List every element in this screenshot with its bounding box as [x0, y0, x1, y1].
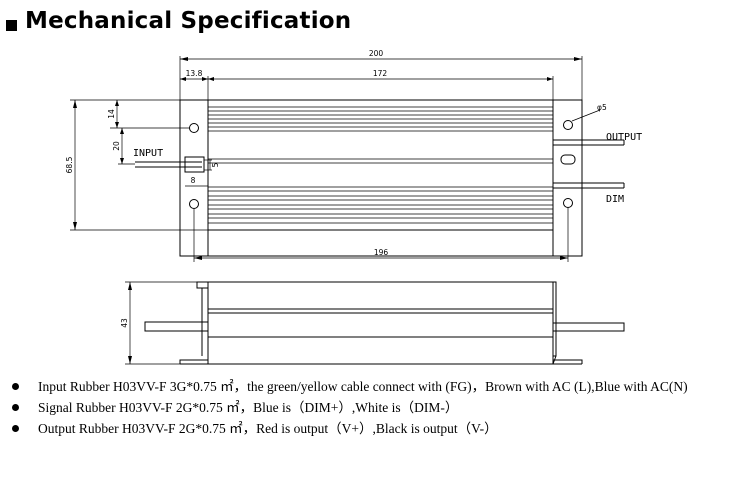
top-view [70, 56, 625, 262]
note-signal-text: Signal Rubber H03VV-F 2G*0.75 ㎡，Blue is（… [38, 400, 459, 415]
heatsink-fins [208, 106, 553, 224]
output-cable [553, 139, 625, 146]
dimension-200 [179, 56, 583, 100]
bullet-icon [12, 404, 19, 411]
dim-text-5: 5 [211, 162, 220, 167]
hole-top-right [563, 120, 573, 130]
output-label: OUTPUT [606, 132, 642, 143]
note-signal: Signal Rubber H03VV-F 2G*0.75 ㎡，Blue is（… [8, 399, 746, 417]
mechanical-drawing: 200 13.8 172 196 68.5 14 20 5 8 φ5 43 IN… [65, 49, 642, 365]
hole-bottom-left [189, 199, 199, 209]
bullet-icon [12, 383, 19, 390]
hole-top-left [189, 123, 199, 133]
title-text: Mechanical Specification [25, 8, 352, 34]
dim-text-8: 8 [191, 176, 196, 185]
note-input: Input Rubber H03VV-F 3G*0.75 ㎡，the green… [8, 378, 746, 396]
section-title: Mechanical Specification [6, 6, 351, 36]
wiring-notes: Input Rubber H03VV-F 3G*0.75 ㎡，the green… [8, 378, 746, 441]
dim-text-hole-diameter: φ5 [597, 103, 607, 112]
input-label: INPUT [133, 148, 163, 159]
dim-text-14: 14 [107, 109, 116, 119]
dim-text-200: 200 [369, 49, 384, 58]
dim-text-43: 43 [120, 318, 129, 328]
side-output-cable [553, 322, 625, 332]
hole-bottom-right [563, 198, 573, 208]
dim-text-196: 196 [374, 248, 389, 257]
dim-text-20: 20 [112, 141, 121, 151]
dimension-68-5 [70, 99, 208, 231]
dim-text-172: 172 [373, 69, 388, 78]
title-bullet-icon [6, 20, 17, 31]
dim-text-68-5: 68.5 [65, 156, 74, 173]
note-output-text: Output Rubber H03VV-F 2G*0.75 ㎡，Red is o… [38, 421, 498, 436]
dimension-arrows [73, 57, 582, 364]
side-input-cable [144, 321, 208, 332]
dim-text-13-8: 13.8 [186, 69, 203, 78]
dimension-172 [180, 76, 554, 100]
note-output: Output Rubber H03VV-F 2G*0.75 ㎡，Red is o… [8, 420, 746, 438]
dimension-43 [125, 281, 208, 365]
top-body [207, 99, 554, 231]
bullet-icon [12, 425, 19, 432]
slot-right [560, 154, 576, 165]
dimension-5-8 [185, 159, 212, 187]
dimension-196 [193, 208, 569, 262]
dim-label: DIM [606, 194, 624, 205]
dim-cable [553, 182, 625, 189]
side-view [125, 281, 625, 365]
input-cable [135, 156, 205, 173]
hole-leader [571, 109, 601, 122]
note-input-text: Input Rubber H03VV-F 3G*0.75 ㎡，the green… [38, 379, 688, 394]
side-body [207, 281, 554, 365]
